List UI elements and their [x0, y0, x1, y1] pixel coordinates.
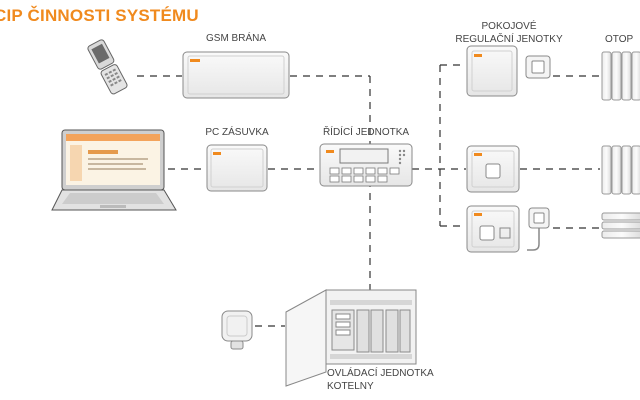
mobile-phone-icon	[87, 39, 128, 95]
radiator-2	[601, 145, 640, 195]
room-regulator-2	[466, 145, 520, 193]
label-radiators: OTOP	[605, 34, 634, 45]
label-room-regulators-line1: POKOJOVÉ	[481, 21, 537, 32]
gsm-gateway-device	[182, 51, 290, 99]
label-gsm-gateway: GSM BRÁNA	[205, 33, 267, 44]
label-room-regulators-line2: REGULAČNÍ JENOTKY	[455, 34, 563, 45]
radiator-3	[601, 212, 640, 239]
temperature-sensor-icon	[221, 310, 253, 350]
laptop-icon	[51, 129, 177, 211]
label-boiler-control-line2: KOTELNY	[327, 381, 374, 392]
control-unit-device	[319, 143, 413, 187]
room-regulator-3	[466, 205, 550, 253]
boiler-control-cabinet	[285, 289, 417, 387]
label-pc-socket: PC ZÁSUVKA	[205, 127, 269, 138]
connection-lines	[137, 64, 600, 327]
pc-socket-device	[206, 144, 268, 192]
room-regulator-1	[466, 45, 551, 97]
label-boiler-control-line1: OVLÁDACÍ JEDNOTKA	[327, 368, 434, 379]
label-control-unit: ŘÍDÍCÍ JEDNOTKA	[322, 127, 410, 138]
diagram-title: CIP ČINNOSTI SYSTÉMU	[0, 6, 199, 25]
radiator-1	[601, 51, 640, 101]
